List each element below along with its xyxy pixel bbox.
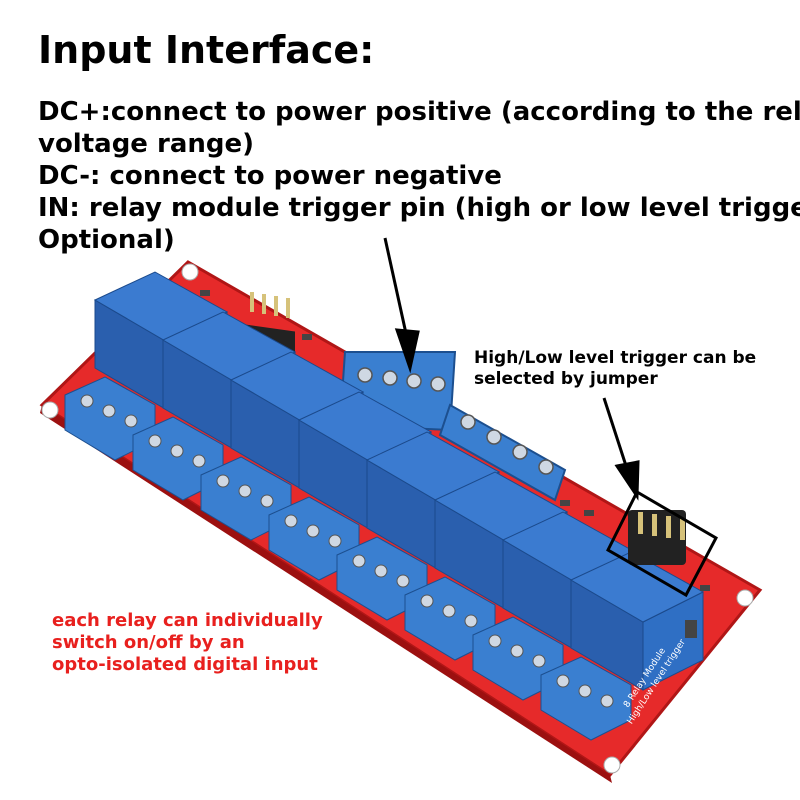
terminal-screw bbox=[124, 414, 138, 428]
jumper-note-line-2: selected by jumper bbox=[474, 369, 658, 389]
terminal-screw bbox=[510, 644, 524, 658]
relay-note: each relay can individually switch on/of… bbox=[52, 610, 323, 676]
smd-component bbox=[685, 620, 697, 638]
desc-line-dc-minus: DC-: connect to power negative bbox=[38, 161, 502, 191]
terminal-screw bbox=[148, 434, 162, 448]
terminal-screw bbox=[357, 367, 373, 383]
page-title: Input Interface: bbox=[38, 28, 375, 72]
terminal-screw bbox=[512, 444, 528, 460]
smd-component bbox=[584, 510, 594, 516]
terminal-screw bbox=[374, 564, 388, 578]
relay-note-line-1: each relay can individually bbox=[52, 610, 323, 631]
relay-row bbox=[93, 271, 705, 691]
terminal-screw bbox=[238, 484, 252, 498]
terminal-screw bbox=[556, 674, 570, 688]
terminal-screw bbox=[406, 373, 422, 389]
output-terminal-row bbox=[64, 376, 632, 741]
smd-component bbox=[200, 290, 210, 296]
relay-note-line-2: switch on/off by an bbox=[52, 632, 245, 653]
terminal-screw bbox=[460, 414, 476, 430]
jumper-note: High/Low level trigger can be selected b… bbox=[474, 348, 756, 390]
terminal-screw bbox=[192, 454, 206, 468]
mounting-hole bbox=[181, 263, 199, 281]
relay-note-line-3: opto-isolated digital input bbox=[52, 654, 318, 675]
mounting-hole bbox=[736, 589, 754, 607]
jumper-highlight-box bbox=[606, 489, 718, 598]
smd-component bbox=[700, 585, 710, 591]
jumper-note-line-1: High/Low level trigger can be bbox=[474, 348, 757, 368]
smd-component bbox=[302, 334, 312, 340]
terminal-screw bbox=[382, 370, 398, 386]
terminal-screw bbox=[170, 444, 184, 458]
terminal-screw bbox=[600, 694, 614, 708]
terminal-screw bbox=[216, 474, 230, 488]
arrow-to-jumper bbox=[602, 397, 640, 501]
terminal-screw bbox=[488, 634, 502, 648]
interface-description: DC+:connect to power positive (according… bbox=[38, 96, 800, 256]
mounting-hole bbox=[41, 401, 59, 419]
terminal-screw bbox=[80, 394, 94, 408]
terminal-screw bbox=[102, 404, 116, 418]
terminal-screw bbox=[532, 654, 546, 668]
arrow-to-input-terminal bbox=[383, 237, 420, 374]
terminal-screw bbox=[430, 376, 446, 392]
desc-line-in: IN: relay module trigger pin (high or lo… bbox=[38, 193, 800, 223]
mounting-hole bbox=[603, 756, 621, 774]
terminal-screw bbox=[260, 494, 274, 508]
terminal-screw bbox=[328, 534, 342, 548]
terminal-screw bbox=[284, 514, 298, 528]
jumper-header bbox=[606, 489, 718, 598]
relay bbox=[569, 551, 705, 691]
terminal-screw bbox=[442, 604, 456, 618]
terminal-screw bbox=[464, 614, 478, 628]
smd-component bbox=[560, 500, 570, 506]
terminal-screw bbox=[396, 574, 410, 588]
terminal-screw bbox=[420, 594, 434, 608]
output-terminal bbox=[540, 656, 632, 741]
desc-line-dc-plus: DC+:connect to power positive (according… bbox=[38, 97, 800, 127]
terminal-screw bbox=[352, 554, 366, 568]
terminal-screw bbox=[538, 459, 554, 475]
desc-line-optional: Optional) bbox=[38, 225, 175, 255]
desc-line-voltage-range: voltage range) bbox=[38, 129, 254, 159]
terminal-screw bbox=[486, 429, 502, 445]
terminal-screw bbox=[306, 524, 320, 538]
terminal-screw bbox=[578, 684, 592, 698]
